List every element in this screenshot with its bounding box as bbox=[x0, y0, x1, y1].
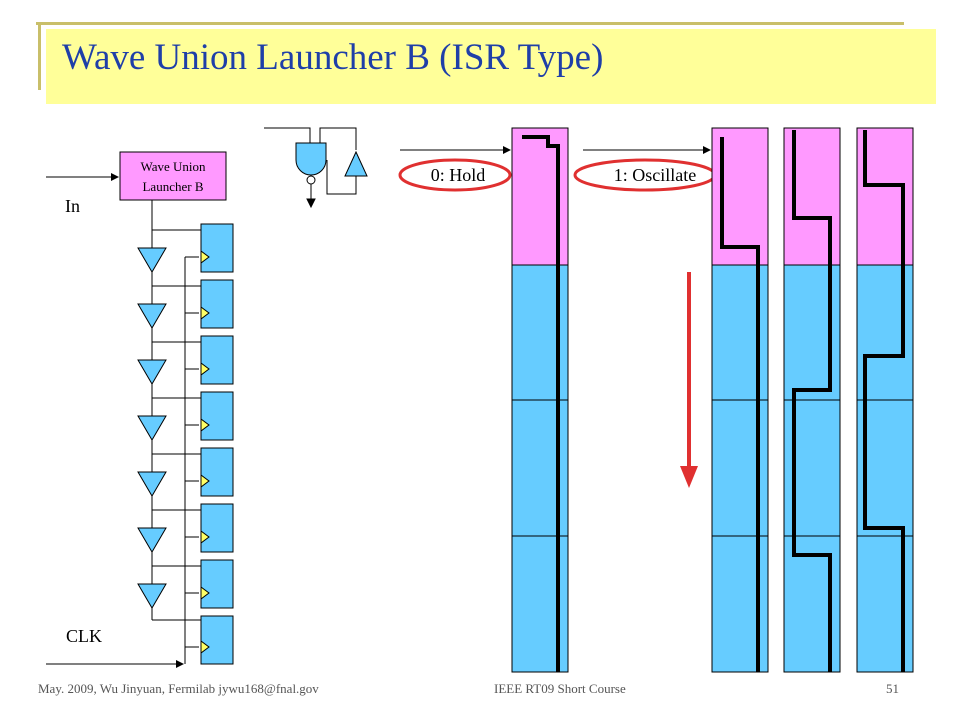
launcher-block-label-line1: Wave Union bbox=[140, 159, 206, 174]
footer-author: May. 2009, Wu Jinyuan, Fermilab jywu168@… bbox=[38, 681, 319, 696]
delay-column-oscillate-3 bbox=[856, 127, 914, 673]
nand-gate-loop bbox=[264, 127, 368, 209]
hold-label: 0: Hold bbox=[431, 165, 486, 185]
in-label: In bbox=[65, 196, 80, 216]
delay-column-oscillate-2 bbox=[783, 127, 841, 673]
launcher-block bbox=[119, 151, 227, 201]
oscillate-label: 1: Oscillate bbox=[614, 165, 696, 185]
title-decor-line bbox=[36, 22, 904, 25]
delay-column-hold bbox=[511, 127, 569, 673]
register-column bbox=[200, 223, 234, 665]
clk-label: CLK bbox=[66, 626, 102, 646]
footer-course: IEEE RT09 Short Course bbox=[494, 681, 626, 696]
delay-column-oscillate-1 bbox=[711, 127, 769, 673]
buffer-triangles bbox=[137, 247, 167, 609]
footer-page-number: 51 bbox=[886, 681, 899, 696]
red-down-arrow bbox=[680, 272, 698, 488]
launcher-block-label-line2: Launcher B bbox=[142, 179, 203, 194]
title-decor-line-vertical bbox=[38, 22, 41, 90]
register-clock-markers bbox=[200, 250, 210, 654]
title-bar bbox=[46, 29, 936, 104]
hold-highlight-ring bbox=[398, 158, 512, 192]
slide-title: Wave Union Launcher B (ISR Type) bbox=[62, 37, 604, 78]
